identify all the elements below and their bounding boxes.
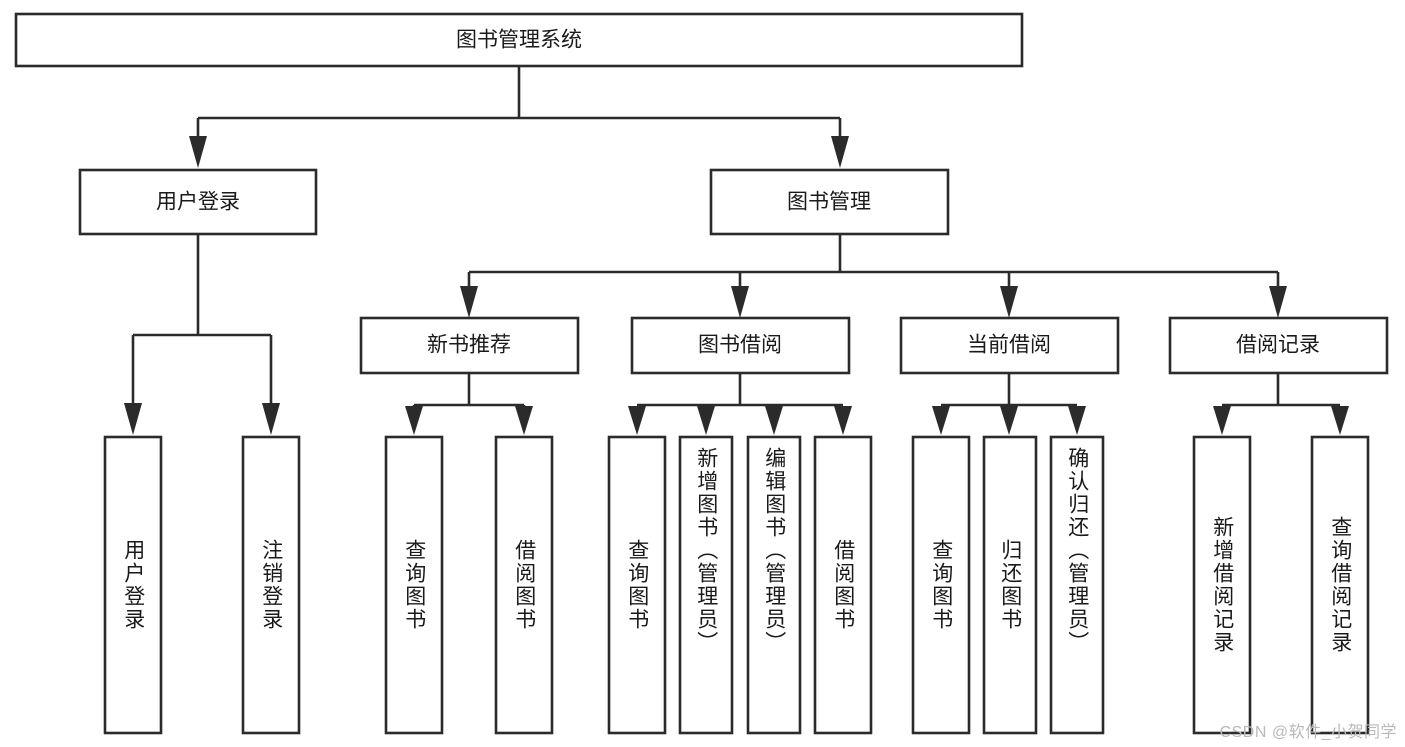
connector-group-current-borrow xyxy=(932,373,1086,435)
node-new-book-recommend[interactable]: 新书推荐 xyxy=(359,316,580,375)
node-leaf-return-book-box[interactable] xyxy=(982,435,1038,735)
node-current-borrow-label: 当前借阅 xyxy=(967,334,1051,357)
connector-group-root xyxy=(189,66,849,168)
node-leaf-logout-box[interactable] xyxy=(241,435,301,735)
node-root-system[interactable]: 图书管理系统 xyxy=(14,12,1024,68)
node-user-login[interactable]: 用户登录 xyxy=(78,168,318,236)
connector-group-borrow-record xyxy=(1213,373,1349,435)
arrow-head-leaf-logout xyxy=(262,403,280,435)
node-user-login-label: 用户登录 xyxy=(156,191,240,214)
arrow-head-book-manage xyxy=(831,136,849,168)
node-current-borrow-box xyxy=(899,316,1120,375)
node-book-manage[interactable]: 图书管理 xyxy=(709,168,950,236)
node-book-borrow-box xyxy=(630,316,851,375)
node-borrow-record-label: 借阅记录 xyxy=(1236,334,1320,357)
node-current-borrow[interactable]: 当前借阅 xyxy=(899,316,1120,375)
node-borrow-record[interactable]: 借阅记录 xyxy=(1168,316,1389,375)
arrow-head-currentborrow-leaf-1 xyxy=(932,406,950,435)
arrow-head-borrowrecord-leaf-1 xyxy=(1213,406,1231,435)
node-leaf-edit-book-box[interactable] xyxy=(746,435,802,735)
arrow-head-newbook-leaf-1 xyxy=(405,406,423,435)
node-leaf-add-book-box[interactable] xyxy=(678,435,734,735)
arrow-head-currentborrow-leaf-2 xyxy=(1000,406,1018,435)
csdn-watermark: CSDN @软件_小贺同学 xyxy=(1219,724,1397,741)
node-leaf-query-book-2-box[interactable] xyxy=(607,435,667,735)
node-new-book-recommend-box xyxy=(359,316,580,375)
arrow-head-current-borrow xyxy=(1000,286,1018,318)
arrow-head-leaf-user-login xyxy=(124,403,142,435)
arrow-head-borrow-record xyxy=(1269,286,1287,318)
connector-group-book-borrow xyxy=(628,373,852,435)
arrow-head-user-login xyxy=(189,136,207,168)
arrow-head-borrowrecord-leaf-2 xyxy=(1331,406,1349,435)
node-leaf-borrow-book-1-box[interactable] xyxy=(494,435,554,735)
node-borrow-record-box xyxy=(1168,316,1389,375)
arrow-head-bookborrow-leaf-4 xyxy=(834,406,852,435)
node-book-borrow[interactable]: 图书借阅 xyxy=(630,316,851,375)
arrow-head-currentborrow-leaf-3 xyxy=(1068,406,1086,435)
arrow-head-bookborrow-leaf-2 xyxy=(697,406,715,435)
node-leaf-query-book-1-box[interactable] xyxy=(384,435,444,735)
node-leaf-user-login-box[interactable] xyxy=(103,435,163,735)
connector-group-user-login xyxy=(124,234,280,435)
node-new-book-recommend-label: 新书推荐 xyxy=(427,334,511,357)
node-leaf-borrow-book-2-box[interactable] xyxy=(813,435,873,735)
node-root-system-label: 图书管理系统 xyxy=(456,29,582,52)
arrow-head-newbook-leaf-2 xyxy=(515,406,533,435)
node-leaf-confirm-return-box[interactable] xyxy=(1049,435,1105,735)
node-root-system-box xyxy=(14,12,1024,68)
node-book-manage-label: 图书管理 xyxy=(787,191,871,214)
node-leaf-query-record-box[interactable] xyxy=(1310,435,1370,735)
arrow-head-bookborrow-leaf-1 xyxy=(628,406,646,435)
arrow-head-new-book xyxy=(460,286,478,318)
arrow-head-bookborrow-leaf-3 xyxy=(765,406,783,435)
node-book-manage-box xyxy=(709,168,950,236)
node-book-borrow-label: 图书借阅 xyxy=(698,334,782,357)
connector-group-book-manage xyxy=(460,234,1287,318)
node-leaf-query-book-3-box[interactable] xyxy=(911,435,971,735)
arrow-head-book-borrow xyxy=(731,286,749,318)
connector-group-new-book-recommend xyxy=(405,373,533,435)
node-leaf-add-record-box[interactable] xyxy=(1192,435,1252,735)
node-user-login-box xyxy=(78,168,318,236)
